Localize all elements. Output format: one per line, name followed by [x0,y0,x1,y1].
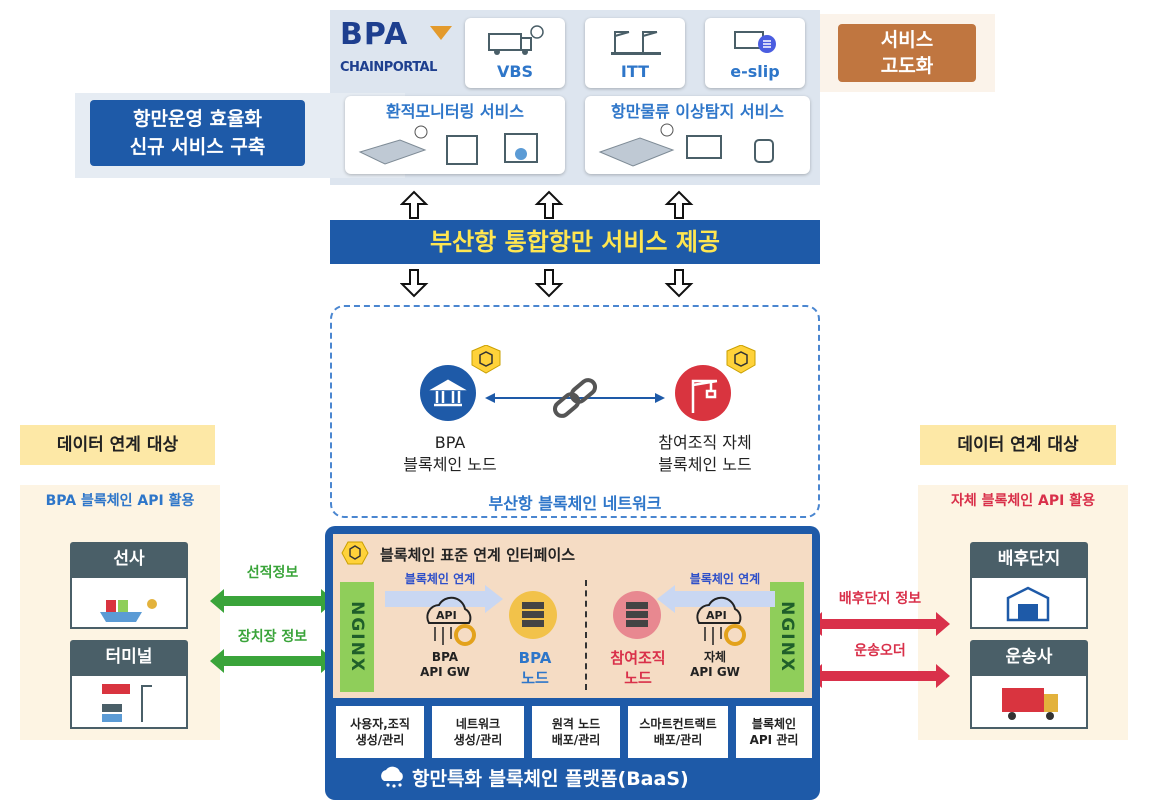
self-api-gw-label: 자체 API GW [690,650,740,679]
anomaly-detection-card[interactable]: 항만물류 이상탐지 서비스 [585,96,810,174]
cloud-icon [381,766,403,788]
red-link-arrows [808,612,950,688]
nginx-right: NGINX [770,582,804,692]
baas-title: 항만특화 블록체인 플랫폼(BaaS) [412,768,689,790]
logistics-park-info-label: 배후단지 정보 [838,591,922,607]
transship-monitoring-label: 환적모니터링 서비스 [385,102,525,121]
bpa-chainportal-logo: BPA CHAINPORTAL [340,18,455,88]
crane-icon [611,31,661,55]
vbs-card[interactable]: VBS [465,18,565,88]
up-arrows-icon [400,190,694,219]
truck-clock-icon [488,25,544,55]
right-link-label: 블록체인 연계 [689,572,761,586]
eslip-card[interactable]: e-slip [705,18,805,88]
blockchain-cube-icon [341,541,369,565]
eslip-label: e-slip [730,62,780,81]
bpa-api-gateway-icon: API [426,596,476,646]
ship-icon [100,599,157,622]
interface-divider [585,580,587,690]
shipping-line-title: 선사 [70,542,188,576]
nginx-right-label: NGINX [777,601,797,673]
network-management-cell: 네트워크 생성/관리 [432,706,524,758]
truck-icon [1002,688,1058,720]
left-link-label: 블록체인 연계 [404,572,476,586]
anomaly-detection-label: 항만물류 이상탐지 서비스 [610,102,785,121]
itt-card[interactable]: ITT [585,18,685,88]
org-node-server-label: 참여조직 노드 [610,649,666,687]
yard-info-label: 장치장 정보 [237,629,308,645]
smart-contract-cell: 스마트컨트랙트 배포/관리 [628,706,728,758]
interface-title: 블록체인 표준 연계 인터페이스 [380,546,576,564]
shipping-line-box [70,576,188,629]
user-org-management-cell: 사용자,조직 생성/관리 [336,706,424,758]
chain-link-icon [485,378,665,418]
monitoring-icons [358,125,538,165]
transport-order-label: 운송오더 [854,643,906,659]
logo-sub-text: CHAINPORTAL [340,60,437,75]
transport-company-box [970,674,1088,729]
terminal-title: 터미널 [70,640,188,674]
logistics-park-box [970,576,1088,629]
bpa-node-label: BPA 블록체인 노드 [403,433,497,474]
down-arrows-icon [400,269,694,298]
shipping-info-label: 선적정보 [246,565,299,581]
nginx-left-label: NGINX [347,601,367,673]
green-link-arrows [210,589,335,673]
network-caption: 부산항 블록체인 네트워크 [488,494,662,513]
nginx-left: NGINX [340,582,374,692]
warehouse-icon [1006,586,1050,622]
logistics-park-title: 배후단지 [970,542,1088,576]
svg-text:API: API [436,609,457,622]
logo-main-text: BPA [340,17,409,52]
terminal-crane-icon [102,684,152,722]
service-upgrade-box: 서비스 고도화 [838,24,976,82]
org-node-icon [675,345,756,421]
bpa-node-server-label: BPA 노드 [518,649,552,687]
bpa-server-icon [509,591,557,639]
busan-blockchain-network [330,305,820,518]
bpa-api-gw-label: BPA API GW [420,650,470,679]
new-service-title: 항만운영 효율화 신규 서비스 구축 [90,100,305,166]
logo-triangle-icon [430,26,452,40]
org-server-icon [613,591,661,639]
anomaly-icons [598,123,774,167]
container-list-icon [734,31,776,53]
self-api-gateway-icon: API [696,596,746,646]
right-api-usage: 자체 블록체인 API 활용 [951,493,1095,509]
blockchain-api-cell: 블록체인 API 관리 [736,706,812,758]
left-data-target-heading: 데이터 연계 대상 [20,425,215,465]
standard-interface-panel [333,534,812,698]
integrated-service-banner: 부산항 통합항만 서비스 제공 [330,220,820,264]
left-api-usage: BPA 블록체인 API 활용 [45,493,195,509]
bpa-node-icon [420,345,501,421]
vbs-label: VBS [496,62,534,81]
transship-monitoring-card[interactable]: 환적모니터링 서비스 [345,96,565,174]
svg-text:API: API [706,609,727,622]
remote-node-cell: 원격 노드 배포/관리 [532,706,620,758]
transport-company-title: 운송사 [970,640,1088,674]
itt-label: ITT [620,62,650,81]
terminal-box [70,674,188,729]
org-node-label: 참여조직 자체 블록체인 노드 [658,433,752,474]
right-data-target-heading: 데이터 연계 대상 [920,425,1116,465]
